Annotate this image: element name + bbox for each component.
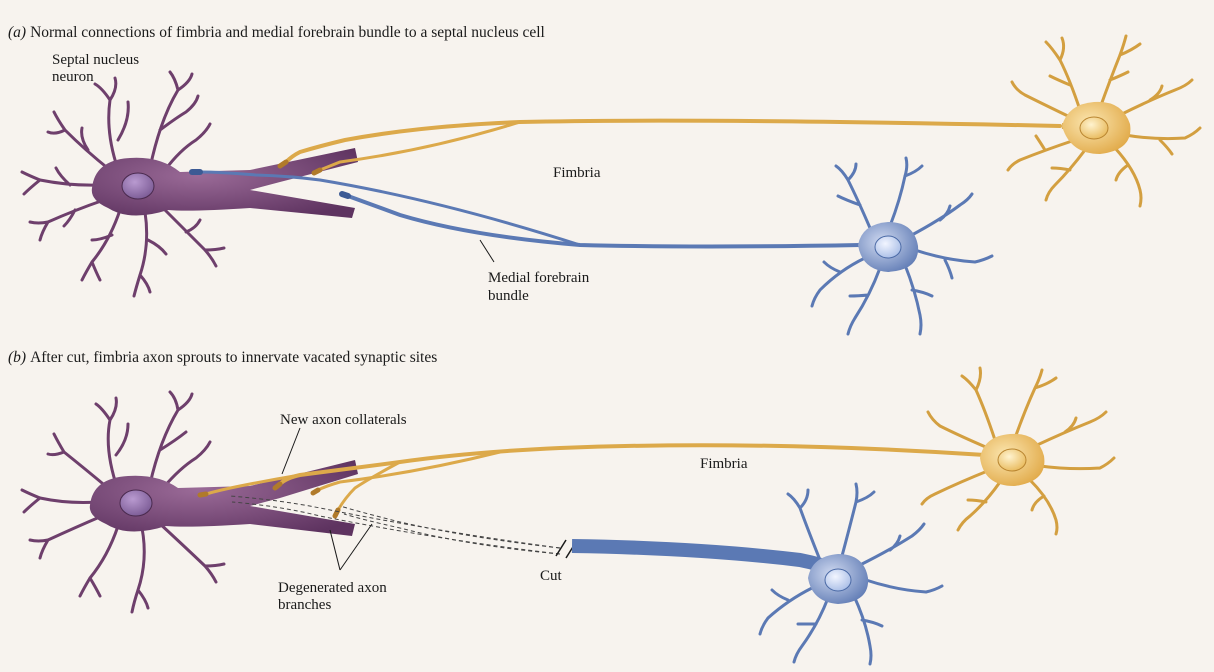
septal-label-a-2: neuron <box>52 69 94 85</box>
collaterals-label: New axon collaterals <box>280 412 407 428</box>
septal-label-a-1: Septal nucleus <box>52 52 139 68</box>
cut-label: Cut <box>540 568 563 584</box>
fimbria-label-b: Fimbria <box>700 456 748 472</box>
mfb-neuron-a <box>189 156 994 336</box>
degenerated-branches <box>229 495 561 555</box>
degenerated-pointer-1 <box>339 523 373 571</box>
collateral-pointer <box>281 427 301 475</box>
fimbria-label-a: Fimbria <box>553 165 601 181</box>
panel-a-caption: (a)Normal connections of fimbria and med… <box>8 24 545 41</box>
mfb-label-a-2: bundle <box>488 288 529 304</box>
panel-b-caption-text: After cut, fimbria axon sprouts to inner… <box>30 349 437 366</box>
septal-neuron-a <box>20 70 359 298</box>
fimbria-neuron-b <box>197 366 1116 536</box>
panel-a-caption-text: Normal connections of fimbria and medial… <box>30 24 545 41</box>
panel-b: (b)After cut, fimbria axon sprouts to in… <box>8 349 1116 666</box>
degenerated-label-2: branches <box>278 597 331 613</box>
panel-a: (a)Normal connections of fimbria and med… <box>8 24 1202 336</box>
panel-b-letter: (b) <box>8 349 26 366</box>
degenerated-pointer-2 <box>329 529 341 571</box>
fimbria-neuron-a <box>277 34 1202 208</box>
degenerated-label-1: Degenerated axon <box>278 580 387 596</box>
panel-b-caption: (b)After cut, fimbria axon sprouts to in… <box>8 349 437 366</box>
mfb-pointer-a <box>479 239 495 263</box>
mfb-neuron-b <box>571 482 944 666</box>
mfb-label-a-1: Medial forebrain <box>488 270 590 286</box>
panel-a-letter: (a) <box>8 24 26 41</box>
